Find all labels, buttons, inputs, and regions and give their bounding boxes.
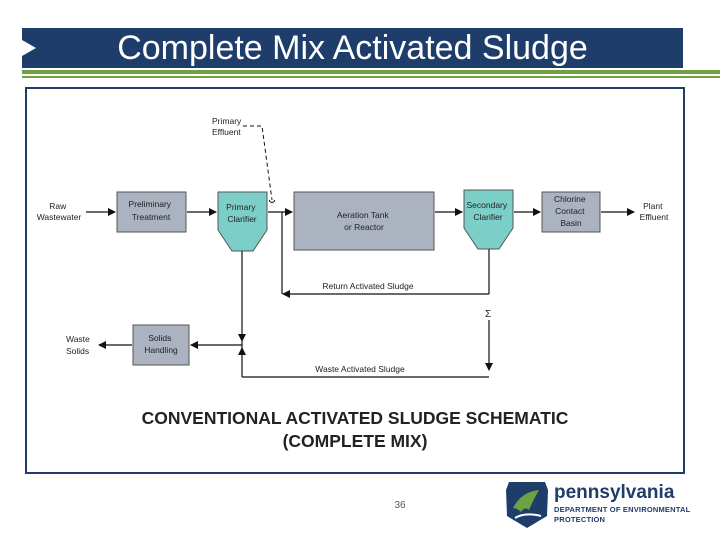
primary-effluent-label: Primary Effluent [212,116,244,137]
primary-sludge-arrow-icon [238,334,246,342]
accent-line [22,70,720,74]
plant-effluent-label: Plant Effluent [640,201,669,222]
solids-handling-label: Solids Handling [144,333,178,355]
logo-department-line: DEPARTMENT OF ENVIRONMENTAL [554,505,691,514]
title-arrow-icon [22,40,36,56]
logo-protection-line: PROTECTION [554,515,606,524]
logo-wordmark: pennsylvania [554,482,675,503]
chlorine-contact-basin-box [541,191,601,233]
chlorine-contact-basin-label: Chlorine Contact Basin [554,194,588,228]
accent-line-thin [22,76,720,78]
waste-solids-label: Waste Solids [66,334,92,356]
valve-symbol: Σ [485,309,491,320]
primary-clarifier-shape [217,191,268,252]
raw-wastewater-label: Raw Wastewater [37,201,82,222]
aeration-tank-box [293,191,435,251]
return-activated-sludge-label: Return Activated Sludge [322,281,413,291]
page-number: 36 [394,500,406,511]
bypass-loop-icon [268,199,276,203]
primary-effluent-line [243,125,273,201]
slide-title: Complete Mix Activated Sludge [117,29,588,67]
diagram-caption-line2: (COMPLETE MIX) [283,431,428,451]
secondary-clarifier-label: Secondary Clarifier [466,200,509,222]
title-bar [22,28,683,68]
keystone-icon [506,482,548,528]
solids-handling-box [132,324,190,366]
waste-sludge-up-arrow-icon [238,347,246,355]
waste-activated-sludge-label: Waste Activated Sludge [315,364,405,374]
primary-clarifier-label: Primary Clarifier [226,202,258,224]
preliminary-treatment-box [116,191,187,233]
preliminary-treatment-label: Preliminary Treatment [129,199,174,222]
diagram-caption-line1: CONVENTIONAL ACTIVATED SLUDGE SCHEMATIC [142,408,569,428]
diagram-frame [25,87,685,474]
secondary-clarifier-shape [463,189,514,250]
aeration-tank-label: Aeration Tank or Reactor [337,210,391,232]
